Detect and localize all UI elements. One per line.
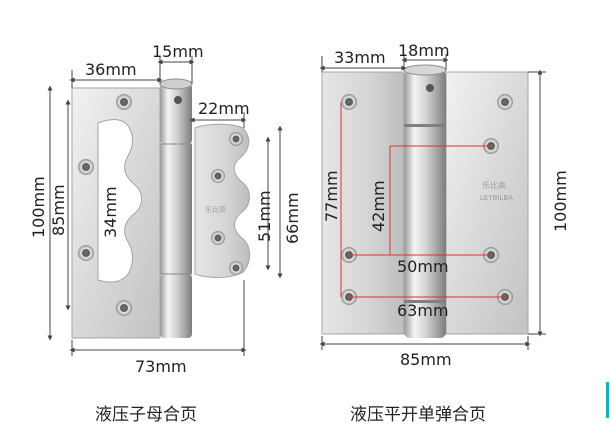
left-hinge-barrel-top	[160, 84, 192, 144]
screw-hole	[211, 169, 225, 183]
left-hinge-outer-leaf	[71, 87, 161, 339]
left-hinge-dimension-lines	[47, 56, 283, 356]
left-hinge-brand: 乐比高	[205, 205, 226, 214]
barrel-ring	[404, 300, 446, 303]
right-hinge-barrel	[404, 70, 446, 338]
screw-hole	[229, 261, 243, 275]
dim-label: 42mm	[369, 180, 388, 232]
left-hinge-barrel-cap	[159, 78, 193, 90]
dim-label: 100mm	[551, 170, 570, 232]
right-hinge-dimension-lines	[319, 54, 546, 350]
right-hinge-right-leaf	[445, 71, 529, 335]
dim-label: 85mm	[400, 350, 452, 369]
screw-hole	[211, 231, 225, 245]
dim-label: 36mm	[85, 60, 137, 79]
right-hinge-caption: 液压平开单弹合页	[350, 405, 486, 425]
dim-label: 77mm	[322, 170, 341, 222]
barrel-ring	[404, 124, 446, 127]
screw-hole	[116, 94, 132, 110]
left-hinge-barrel-mid	[160, 144, 192, 274]
dim-label: 66mm	[283, 192, 302, 244]
dim-label: 73mm	[135, 357, 187, 376]
screw-hole	[78, 245, 94, 261]
dim-label: 63mm	[397, 301, 449, 320]
dim-label: 33mm	[334, 48, 386, 67]
left-hinge-inner-leaf	[194, 123, 251, 278]
left-hinge-barrel-bottom	[160, 274, 192, 338]
dim-label: 15mm	[152, 42, 204, 61]
dim-label: 51mm	[255, 190, 274, 242]
screw-hole	[341, 94, 357, 110]
right-hinge-brand: 乐比高	[482, 180, 506, 190]
dim-label: 22mm	[198, 99, 250, 118]
dim-label: 100mm	[29, 176, 48, 238]
left-hinge-caption: 液压子母合页	[95, 405, 197, 425]
screw-hole	[229, 132, 243, 146]
dim-label: 18mm	[398, 41, 450, 60]
right-hinge-guide-lines	[340, 102, 505, 298]
dim-label: 50mm	[397, 257, 449, 276]
right-hinge: 乐比高 LEYBILBA	[319, 41, 570, 369]
right-hinge-adjust-screw	[426, 84, 434, 92]
accent-bar	[606, 382, 609, 418]
screw-hole	[78, 159, 94, 175]
left-hinge: 乐比高 36mm 15mm 22mm 100mm 85mm 34mm	[29, 42, 302, 376]
right-hinge-brand-latin: LEYBILBA	[480, 194, 513, 202]
left-hinge-adjust-screw	[174, 96, 182, 104]
right-hinge-barrel-cap	[403, 64, 447, 76]
dim-label: 85mm	[49, 184, 68, 236]
screw-hole	[116, 300, 132, 316]
dim-label: 34mm	[101, 186, 120, 238]
screw-hole	[497, 94, 513, 110]
